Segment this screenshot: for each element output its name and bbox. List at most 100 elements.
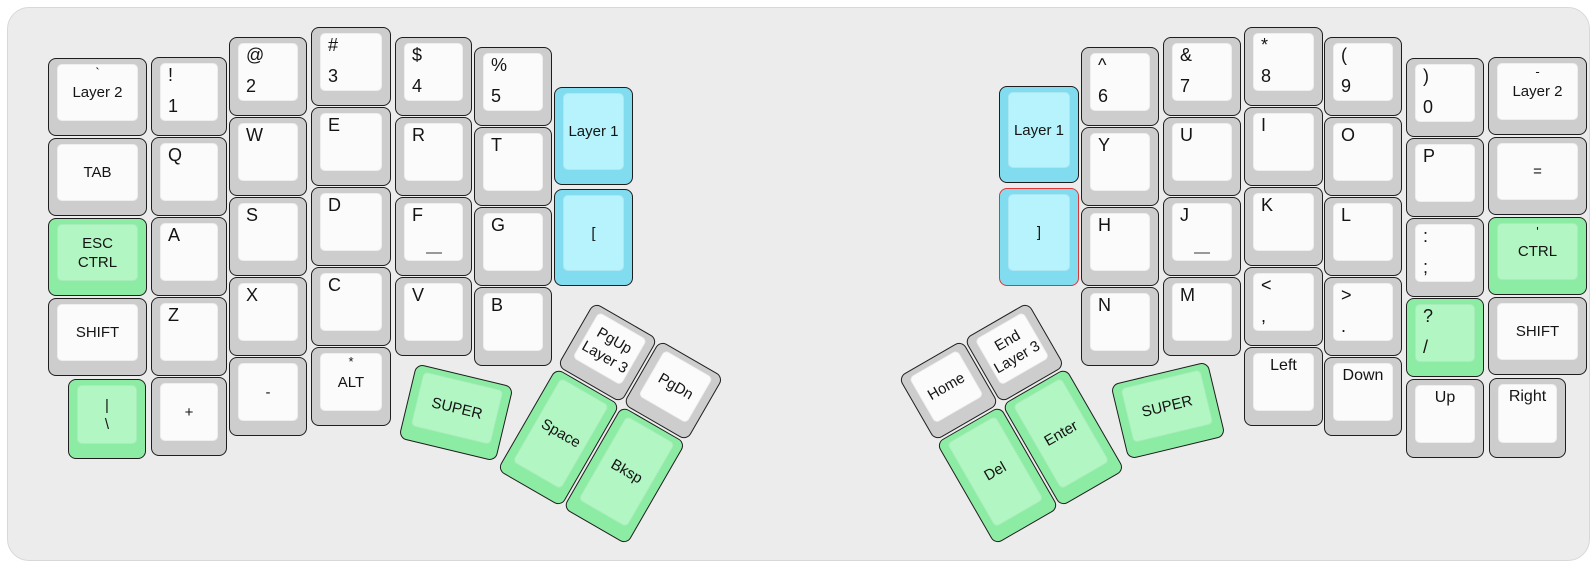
key-super-right[interactable]: SUPER (1110, 361, 1226, 460)
key-semicolon[interactable]: :; (1406, 218, 1484, 297)
keycap-face: G (483, 213, 543, 271)
key-quote-ctrl[interactable]: 'CTRL (1488, 217, 1587, 295)
key-star-alt[interactable]: *ALT (311, 347, 391, 426)
key-minus-left[interactable]: - (229, 357, 307, 436)
key-right-arrow[interactable]: Right (1489, 378, 1566, 458)
key-q[interactable]: Q (151, 137, 227, 216)
key-comma[interactable]: <, (1244, 267, 1323, 346)
key-p[interactable]: P (1406, 138, 1484, 217)
key-grave-layer2[interactable]: `Layer 2 (48, 58, 147, 136)
keycap-face: *ALT (320, 353, 382, 411)
key-f[interactable]: F (395, 197, 472, 276)
key-left-arrow[interactable]: Left (1244, 347, 1323, 426)
keycap-face: Left (1253, 353, 1314, 411)
key-question-slash[interactable]: ?/ (1406, 298, 1484, 377)
key-shifted-legend: B (491, 295, 504, 315)
key-0[interactable]: )0 (1406, 58, 1484, 137)
key-v[interactable]: V (395, 277, 472, 356)
key-6[interactable]: ^6 (1081, 47, 1159, 126)
keycap-face: Y (1090, 133, 1150, 191)
key-5[interactable]: %5 (474, 47, 552, 126)
key-x[interactable]: X (229, 277, 307, 356)
key-j[interactable]: J (1163, 197, 1241, 276)
key-shifted-legend: # (328, 35, 339, 55)
keycap-face: `Layer 2 (57, 64, 138, 121)
key-r[interactable]: R (395, 117, 472, 196)
key-shifted-legend: R (412, 125, 425, 145)
key-u[interactable]: U (1163, 117, 1241, 196)
key-k[interactable]: K (1244, 187, 1323, 266)
key-shifted-legend: H (1098, 215, 1111, 235)
key-shifted-legend: C (328, 275, 341, 295)
key-down-arrow[interactable]: Down (1324, 357, 1402, 436)
key-n[interactable]: N (1081, 287, 1159, 366)
key-shifted-legend: W (246, 125, 263, 145)
key-right-bracket[interactable]: ] (999, 188, 1079, 286)
key-label: [ (591, 224, 596, 242)
key-h[interactable]: H (1081, 207, 1159, 286)
key-t[interactable]: T (474, 127, 552, 206)
key-8[interactable]: *8 (1244, 27, 1323, 106)
key-plus[interactable]: + (151, 377, 227, 456)
keycap-face: SHIFT (57, 304, 138, 361)
key-shifted-legend: * (1261, 35, 1269, 55)
keycap-face: SUPER (410, 371, 504, 445)
key-label: CTRL (1517, 243, 1558, 260)
key-shifted-legend: Q (168, 145, 183, 165)
key-shift-left[interactable]: SHIFT (48, 298, 147, 376)
keycap-face: B (483, 293, 543, 351)
key-2[interactable]: @2 (229, 37, 307, 116)
key-9[interactable]: (9 (1324, 37, 1402, 116)
key-m[interactable]: M (1163, 277, 1241, 356)
key-w[interactable]: W (229, 117, 307, 196)
key-l[interactable]: L (1324, 197, 1402, 276)
key-pipe-backslash[interactable]: |\ (68, 379, 146, 459)
key-base-legend: . (1341, 316, 1347, 336)
key-label: SHIFT (1515, 323, 1560, 340)
key-up-arrow[interactable]: Up (1406, 379, 1484, 458)
key-b[interactable]: B (474, 287, 552, 366)
key-s[interactable]: S (229, 197, 307, 276)
key-minus-layer2[interactable]: -Layer 2 (1488, 57, 1587, 135)
key-tab[interactable]: TAB (48, 138, 147, 216)
keycap-face: H (1090, 213, 1150, 271)
key-period[interactable]: >. (1324, 277, 1402, 356)
keycap-face: I (1253, 113, 1314, 171)
keycap-face: T (483, 133, 543, 191)
key-equals[interactable]: = (1488, 137, 1587, 215)
key-e[interactable]: E (311, 107, 391, 186)
key-base-legend: 5 (491, 86, 502, 106)
key-a[interactable]: A (151, 217, 227, 296)
key-c[interactable]: C (311, 267, 391, 346)
key-4[interactable]: $4 (395, 37, 472, 116)
key-super-left[interactable]: SUPER (398, 363, 514, 462)
key-3[interactable]: #3 (311, 27, 391, 106)
key-z[interactable]: Z (151, 297, 227, 376)
key-d[interactable]: D (311, 187, 391, 266)
key-y[interactable]: Y (1081, 127, 1159, 206)
key-shifted-legend: I (1261, 115, 1267, 135)
key-layer1-right[interactable]: Layer 1 (999, 86, 1079, 183)
keycap-face: Right (1498, 384, 1557, 443)
key-base-legend: 4 (412, 76, 423, 96)
key-g[interactable]: G (474, 207, 552, 286)
key-1[interactable]: !1 (151, 57, 227, 136)
key-label: - (265, 383, 271, 401)
key-left-bracket[interactable]: [ (554, 189, 633, 286)
keycap-face: ] (1008, 194, 1070, 271)
key-shift-right[interactable]: SHIFT (1488, 297, 1587, 375)
key-shifted-legend: V (412, 285, 425, 305)
key-layer1-left[interactable]: Layer 1 (554, 87, 633, 185)
key-i[interactable]: I (1244, 107, 1323, 186)
key-base-legend: 6 (1098, 86, 1109, 106)
key-shifted-legend: $ (412, 45, 423, 65)
key-label: SUPER (1139, 391, 1195, 421)
keycap-face: >. (1333, 283, 1393, 341)
key-base-legend: 7 (1180, 76, 1191, 96)
key-7[interactable]: &7 (1163, 37, 1241, 116)
keycap-face: !1 (160, 63, 218, 121)
key-o[interactable]: O (1324, 117, 1402, 196)
